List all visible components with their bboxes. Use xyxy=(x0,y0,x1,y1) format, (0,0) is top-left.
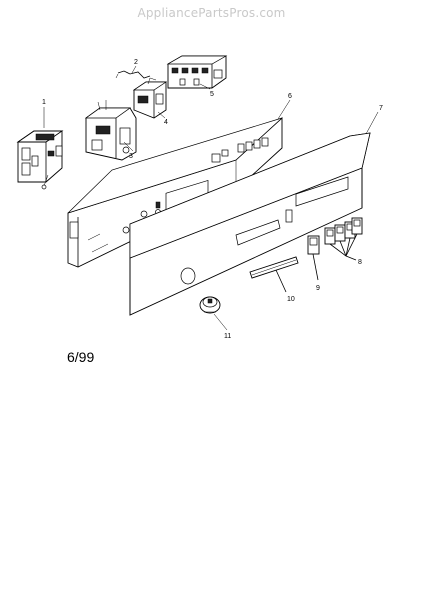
part-5-switch-block xyxy=(166,55,228,89)
part-10-lens-strip xyxy=(249,256,299,293)
part-11-knob xyxy=(199,296,221,314)
part-2-wire-clip xyxy=(115,70,151,79)
callout-9: 9 xyxy=(316,285,320,292)
watermark: AppliancePartsPros.com xyxy=(137,6,286,20)
date-code: 6/99 xyxy=(67,349,95,365)
callout-3: 3 xyxy=(129,153,133,160)
callout-6: 6 xyxy=(288,93,292,100)
part-6-control-frame xyxy=(67,116,283,268)
callout-8: 8 xyxy=(358,259,362,266)
leader-lines xyxy=(43,65,379,331)
callout-1: 1 xyxy=(42,99,46,106)
part-7-front-panel xyxy=(129,132,371,316)
callout-4: 4 xyxy=(164,119,168,126)
part-8-push-buttons xyxy=(324,217,363,261)
callout-11: 11 xyxy=(224,333,231,340)
part-9-button xyxy=(307,235,320,281)
callout-7: 7 xyxy=(379,105,383,112)
part-1-control-module xyxy=(16,130,64,190)
part-3-bracket xyxy=(84,100,137,161)
callout-10: 10 xyxy=(287,296,295,303)
callout-5: 5 xyxy=(210,91,214,98)
part-4-switch xyxy=(132,77,168,119)
callout-2: 2 xyxy=(134,59,138,66)
